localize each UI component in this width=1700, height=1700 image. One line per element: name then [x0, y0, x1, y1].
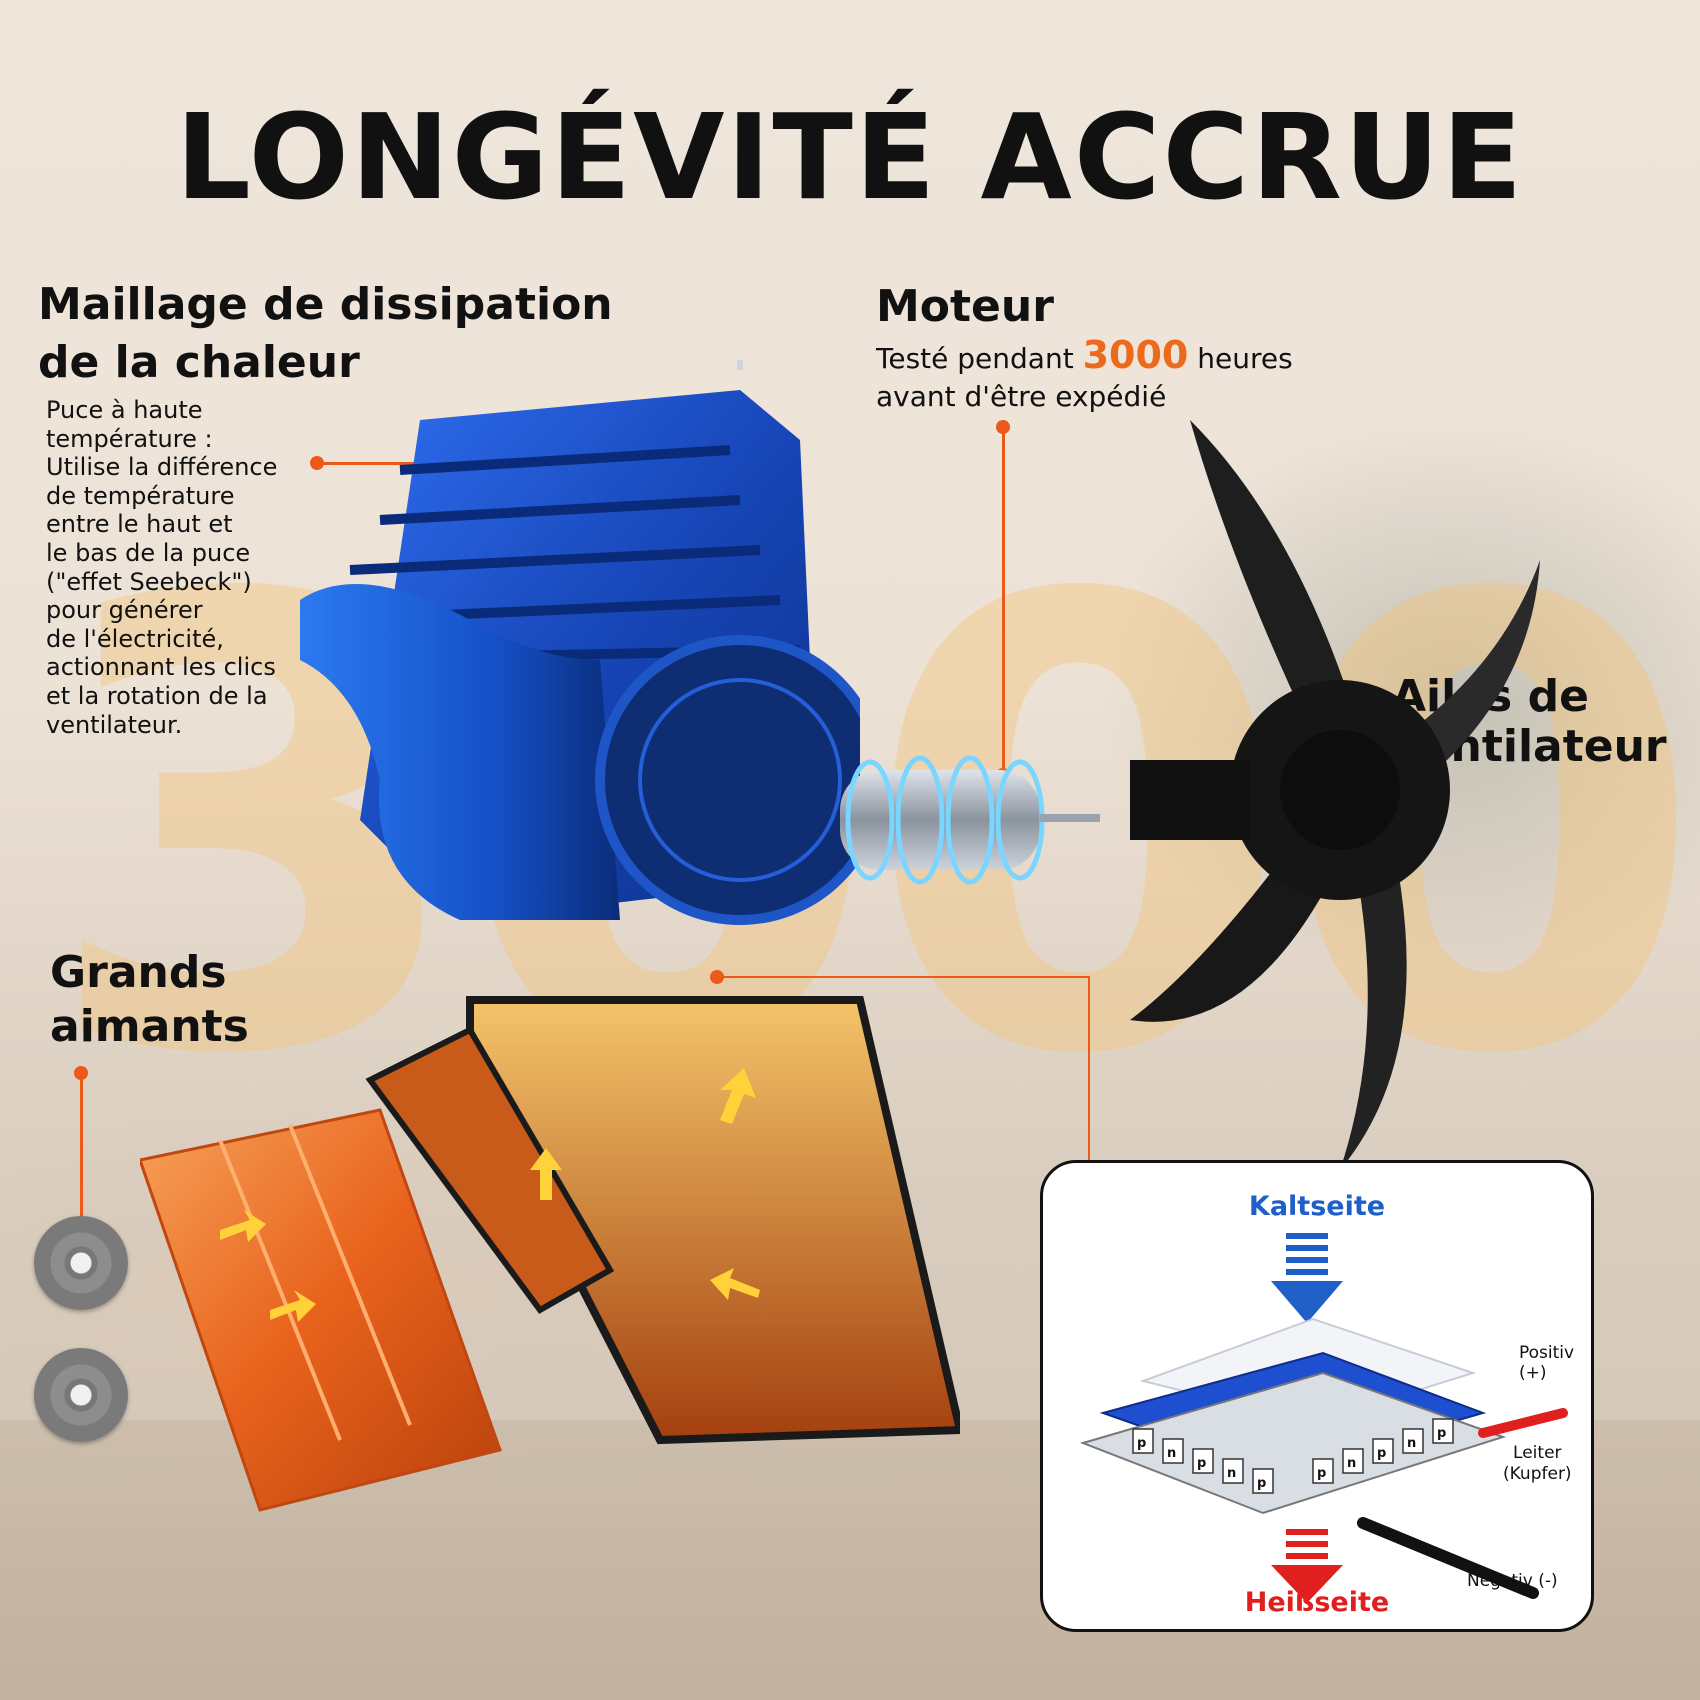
heat-sink-illustration — [300, 360, 860, 925]
cell-n-label: n — [1167, 1446, 1176, 1461]
heat-sink-desc-line: et la rotation de la — [46, 681, 268, 710]
heat-sink-pointer-dot — [310, 456, 324, 470]
chip-pointer-line-v — [1088, 976, 1090, 1160]
heat-sink-desc-line: Puce à haute — [46, 396, 203, 424]
heat-sink-desc-line: ventilateur. — [46, 710, 183, 739]
conductor-line2: (Kupfer) — [1503, 1464, 1572, 1484]
motor-desc-prefix: Testé pendant — [876, 342, 1074, 375]
cell-p-label: p — [1197, 1456, 1206, 1471]
heat-sink-description: Puce à haute température : Utilise la di… — [46, 396, 277, 739]
cell-p-label: p — [1317, 1466, 1326, 1481]
cell-p-label: p — [1377, 1446, 1386, 1461]
magnets-pointer-line — [80, 1074, 83, 1220]
heat-sink-title: Maillage de dissipation de la chaleur — [38, 276, 613, 392]
magnets-pointer-dot — [74, 1066, 88, 1080]
motor-pointer-dot — [996, 420, 1010, 434]
negative-label: Negativ (-) — [1467, 1571, 1558, 1591]
conductor-label: Leiter (Kupfer) — [1503, 1443, 1572, 1485]
motor-desc-line2: avant d'être expédié — [876, 380, 1167, 413]
heat-sink-desc-line: pour générer — [46, 596, 203, 625]
magnet-disc-1 — [34, 1216, 128, 1310]
motor-desc-line1: Testé pendant 3000 heures — [876, 336, 1293, 378]
motor-hours: 3000 — [1082, 333, 1189, 377]
peltier-module-illustration: p n p n p p n p n p — [1079, 1233, 1568, 1603]
magnet-disc-2 — [34, 1348, 128, 1442]
heat-sink-desc-line: entre le haut et — [46, 510, 233, 539]
cell-n-label: n — [1347, 1456, 1356, 1471]
copper-base-illustration — [140, 996, 960, 1512]
heat-sink-title-line1: Maillage de dissipation — [38, 279, 613, 330]
hot-side-label: Heißseite — [1244, 1587, 1390, 1618]
cell-p-label: p — [1257, 1476, 1266, 1491]
magnets-line2: aimants — [50, 1001, 249, 1052]
page-title: LONGÉVITÉ ACCRUE — [175, 88, 1525, 226]
magnets-line1: Grands — [50, 947, 227, 998]
heat-sink-desc-line: le bas de la puce — [46, 538, 251, 567]
heat-sink-desc-line: température : — [46, 424, 213, 453]
fan-blades-illustration — [1130, 420, 1540, 1170]
motor-description: Testé pendant 3000 heures avant d'être e… — [876, 336, 1293, 416]
motor-desc-suffix: heures — [1197, 342, 1293, 375]
cold-side-label: Kaltseite — [1248, 1191, 1386, 1222]
cell-p-label: p — [1137, 1436, 1146, 1451]
chip-pointer-dot — [710, 970, 724, 984]
heat-sink-title-line2: de la chaleur — [38, 337, 360, 388]
heat-sink-desc-line: ("effet Seebeck") — [46, 567, 252, 596]
heat-sink-desc-line: de température — [46, 481, 235, 510]
magnets-title: Grands aimants — [50, 946, 249, 1054]
peltier-diagram-card: Kaltseite p n p n p p n p n p — [1040, 1160, 1594, 1632]
cell-n-label: n — [1227, 1466, 1236, 1481]
chip-pointer-line-h — [716, 976, 1090, 978]
conductor-line1: Leiter — [1513, 1443, 1562, 1463]
heat-sink-desc-line: actionnant les clics — [46, 653, 276, 682]
heat-sink-desc-line: de l'électricité, — [46, 624, 224, 653]
cell-n-label: n — [1407, 1436, 1416, 1451]
motor-pointer-line — [1002, 428, 1005, 768]
motor-title: Moteur — [876, 281, 1054, 332]
positive-label: Positiv (+) — [1519, 1343, 1575, 1383]
cell-p-label: p — [1437, 1426, 1446, 1441]
heat-sink-desc-line: Utilise la différence — [46, 453, 278, 482]
heat-sink-pointer-line — [318, 462, 468, 465]
motor-illustration — [840, 755, 1100, 885]
